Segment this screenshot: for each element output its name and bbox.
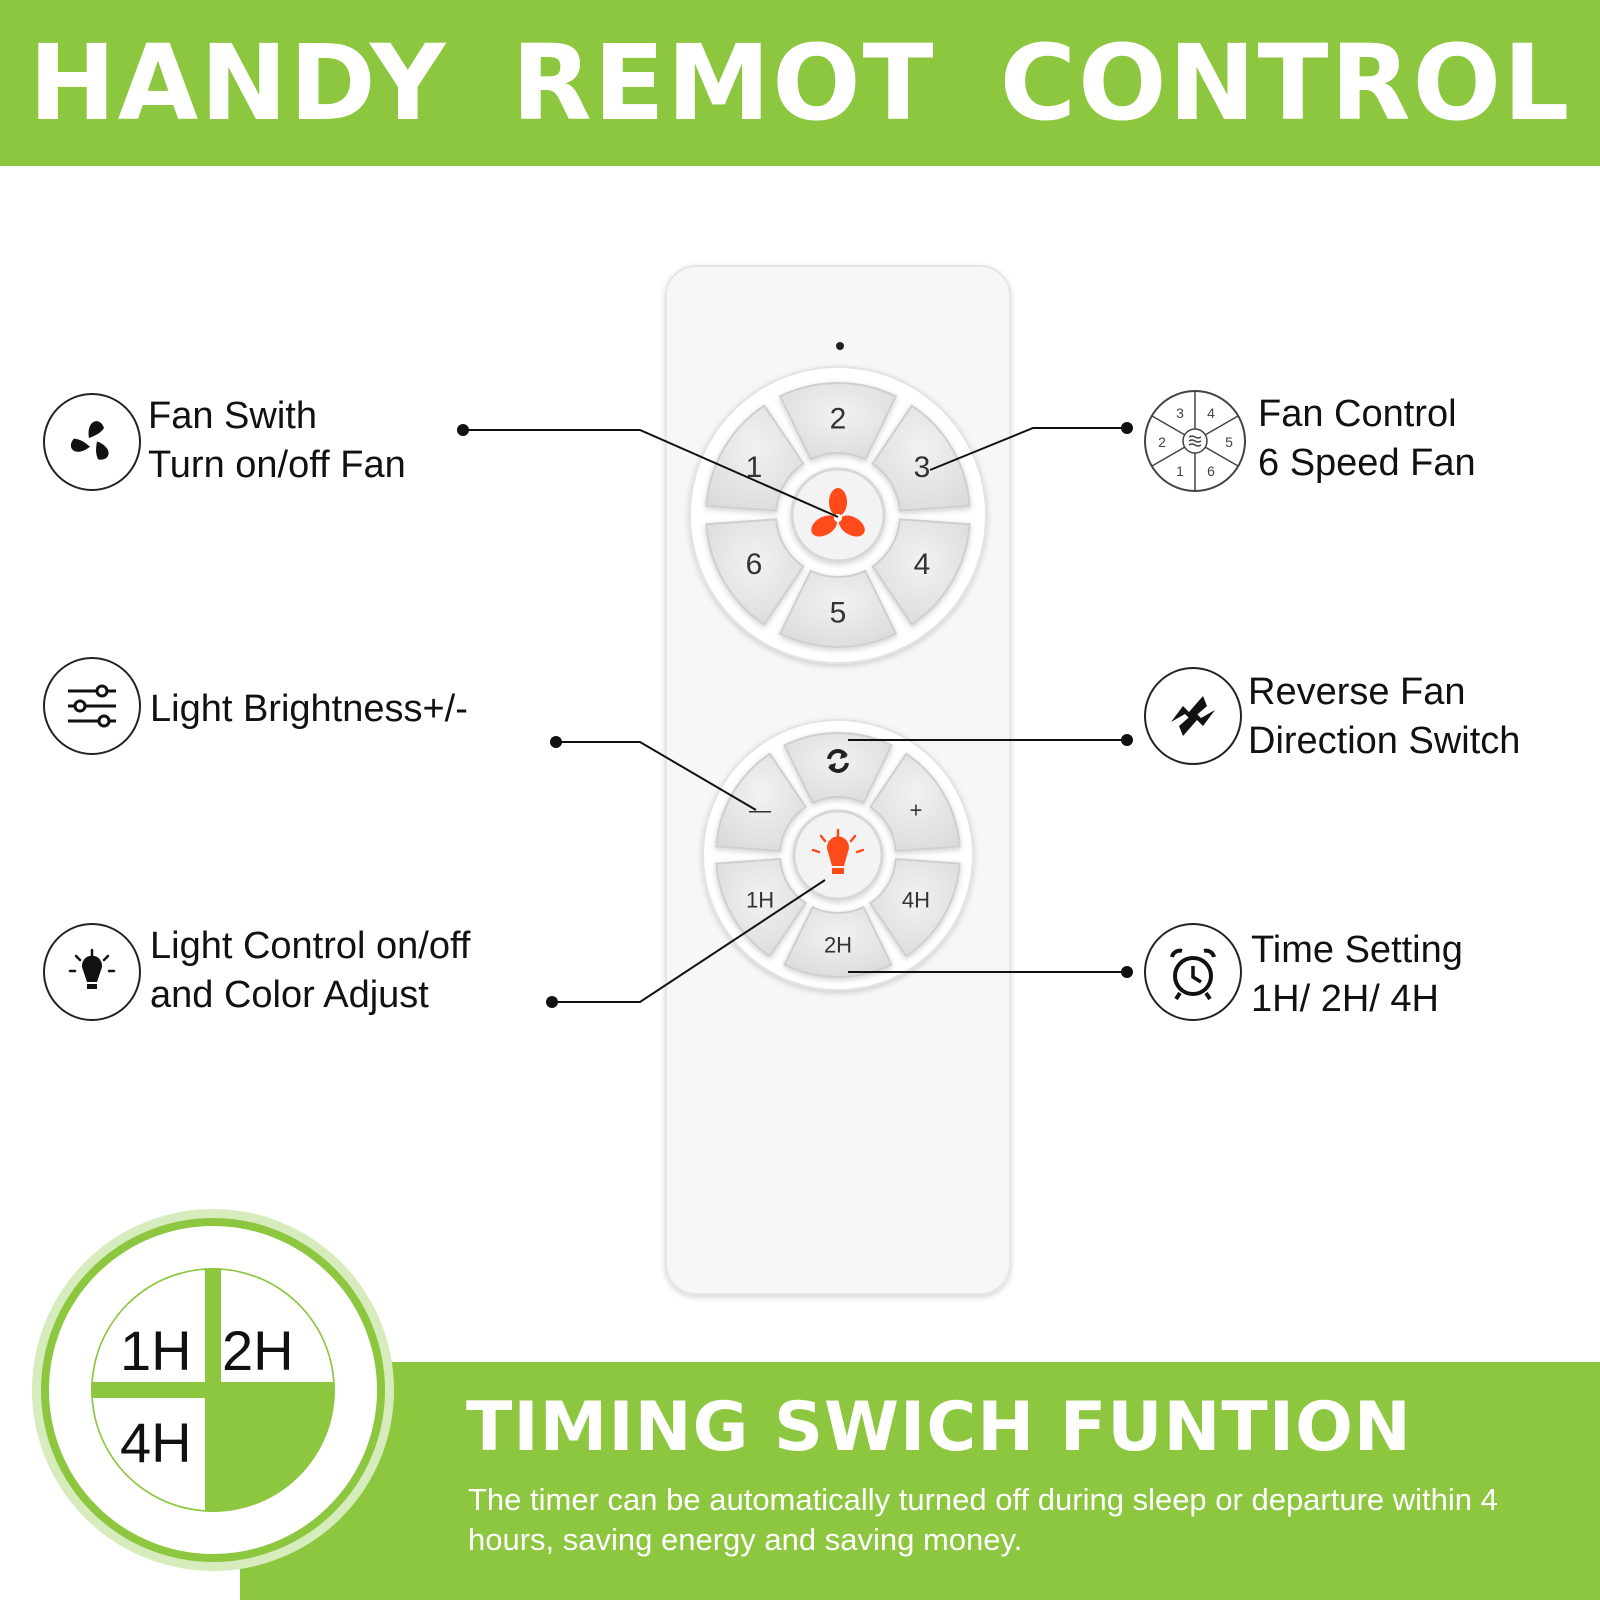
timing-description: The timer can be automatically turned of… (468, 1482, 1498, 1557)
leader-lines (463, 427, 1127, 1003)
label-line: Light Control on/off (150, 925, 471, 967)
label-line: 6 Speed Fan (1258, 442, 1476, 484)
reverse-arrows-icon (1144, 667, 1242, 765)
fan-icon (43, 393, 141, 491)
label-line: and Color Adjust (150, 974, 429, 1016)
timer-2h-button-label: 2H (824, 933, 852, 958)
dial-number: 5 (1225, 434, 1233, 450)
fan-speed-5-button-label: 5 (830, 597, 847, 630)
timer-4h-button[interactable] (869, 857, 961, 958)
bulb-orange-icon (811, 828, 865, 874)
dial-number: 1 (1176, 463, 1184, 479)
fan-speed-3-button-label: 3 (914, 451, 931, 484)
brightness-label: Light Brightness+/- (150, 685, 468, 734)
fan-speed-5-button[interactable] (778, 569, 898, 648)
brightness-plus-button-label: + (910, 798, 923, 823)
dial-number: 6 (1207, 463, 1215, 479)
label-line: Fan Swith (148, 395, 317, 437)
label-line: Fan Control (1258, 393, 1457, 435)
reverse-button-icon (827, 749, 849, 773)
fan-speed-2-button-label: 2 (830, 403, 847, 436)
brightness-plus-button[interactable] (869, 752, 961, 853)
fan-button-cluster: 2 3 4 5 6 1 (689, 366, 987, 664)
bulb-icon (43, 923, 141, 1021)
timer-1h-button-label: 1H (746, 888, 774, 913)
fan-speed-1-button[interactable] (705, 404, 805, 512)
timer-label: Time Setting 1H/ 2H/ 4H (1251, 926, 1463, 1024)
quadrant-2h: 2H (222, 1319, 294, 1382)
label-line: 1H/ 2H/ 4H (1251, 978, 1439, 1020)
timing-title: TIMING SWICH FUNTION (466, 1388, 1412, 1467)
timer-1h-button[interactable] (715, 857, 807, 958)
brightness-minus-button[interactable] (715, 752, 807, 853)
quadrant-1h: 1H (120, 1319, 192, 1382)
timer-quadrant-badge (32, 1209, 394, 1571)
fan-speed-4-button-label: 4 (914, 548, 931, 581)
indicator-led (836, 342, 844, 350)
fan-orange-icon (811, 488, 865, 537)
page-title: HANDY REMOT CONTROL (28, 22, 1572, 144)
brightness-minus-button-label: — (749, 798, 771, 823)
fan-speed-2-button[interactable] (778, 382, 898, 461)
label-line: Turn on/off Fan (148, 444, 406, 486)
label-line: Reverse Fan (1248, 671, 1466, 713)
timer-4h-button-label: 4H (902, 888, 930, 913)
leader-dots (457, 422, 1133, 1008)
light-control-label: Light Control on/off and Color Adjust (150, 922, 470, 1020)
dial-number: 3 (1176, 405, 1184, 421)
dial-number: 2 (1158, 434, 1166, 450)
label-line: Direction Switch (1248, 720, 1521, 762)
fan-speed-3-button[interactable] (871, 404, 971, 512)
dial-number: 4 (1207, 405, 1215, 421)
fan-speed-1-button-label: 1 (746, 451, 763, 484)
light-button-cluster: +4H 2H 1H — (702, 719, 974, 991)
fan-speed-6-button-label: 6 (746, 548, 763, 581)
sliders-icon (43, 657, 141, 755)
fan-speed-6-button[interactable] (705, 518, 805, 626)
speed-dial-icon: 3 4 2 5 1 6 (1144, 390, 1246, 492)
reverse-button[interactable] (783, 732, 893, 805)
fan-switch-label: Fan Swith Turn on/off Fan (148, 392, 406, 490)
label-line: Time Setting (1251, 929, 1463, 971)
reverse-label: Reverse Fan Direction Switch (1248, 668, 1520, 766)
alarm-clock-icon (1144, 923, 1242, 1021)
header-banner: HANDY REMOT CONTROL (0, 0, 1600, 166)
fan-control-label: Fan Control 6 Speed Fan (1258, 390, 1476, 488)
timer-2h-button[interactable] (783, 905, 893, 978)
fan-speed-4-button[interactable] (871, 518, 971, 626)
timing-band (240, 1362, 1600, 1600)
label-line: Light Brightness+/- (150, 688, 468, 730)
quadrant-4h: 4H (120, 1411, 192, 1474)
